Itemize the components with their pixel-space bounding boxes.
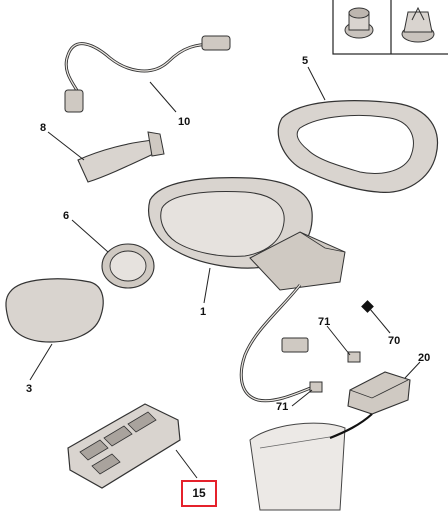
leader-lines	[29, 66, 421, 479]
callout-15-highlighted: 15	[192, 486, 206, 500]
callout-70: 70	[388, 335, 401, 347]
door-outline	[249, 422, 346, 511]
leader-1	[203, 267, 211, 304]
callout-71-lower: 71	[276, 401, 289, 413]
leader-20	[404, 361, 421, 379]
callout-5: 5	[302, 55, 309, 67]
leader-8	[47, 131, 85, 161]
module-to-door-cable	[329, 413, 373, 440]
mirror-assembly-part	[148, 177, 346, 291]
nut-part	[344, 7, 374, 39]
mirror-cover-part	[277, 100, 438, 193]
leader-71a	[326, 325, 351, 356]
leader-15	[175, 449, 198, 479]
leader-6	[71, 219, 109, 253]
highlight-box	[181, 480, 217, 507]
leader-3	[29, 343, 53, 381]
indicator-lens-part	[77, 131, 165, 183]
leader-70	[369, 308, 391, 334]
callout-6: 6	[63, 210, 70, 222]
mirror-cable	[239, 284, 319, 403]
window-switch-panel-part	[67, 403, 181, 489]
callout-8: 8	[40, 122, 47, 134]
leader-10	[149, 81, 177, 113]
callout-20: 20	[418, 352, 431, 364]
actuator-ring-part	[101, 243, 155, 289]
wiring-harness-part	[64, 35, 231, 113]
callout-1: 1	[200, 306, 207, 318]
fastener-part-b	[309, 381, 323, 393]
callout-71-upper: 71	[318, 316, 331, 328]
callout-10: 10	[178, 116, 191, 128]
leader-5	[307, 66, 326, 101]
leader-71b	[291, 389, 313, 407]
control-module-part	[347, 371, 411, 415]
clip-part	[401, 6, 435, 43]
inset-parts-box	[332, 0, 448, 55]
mirror-glass-part	[5, 278, 104, 343]
fastener-part-a	[347, 351, 361, 363]
callout-3: 3	[26, 383, 33, 395]
